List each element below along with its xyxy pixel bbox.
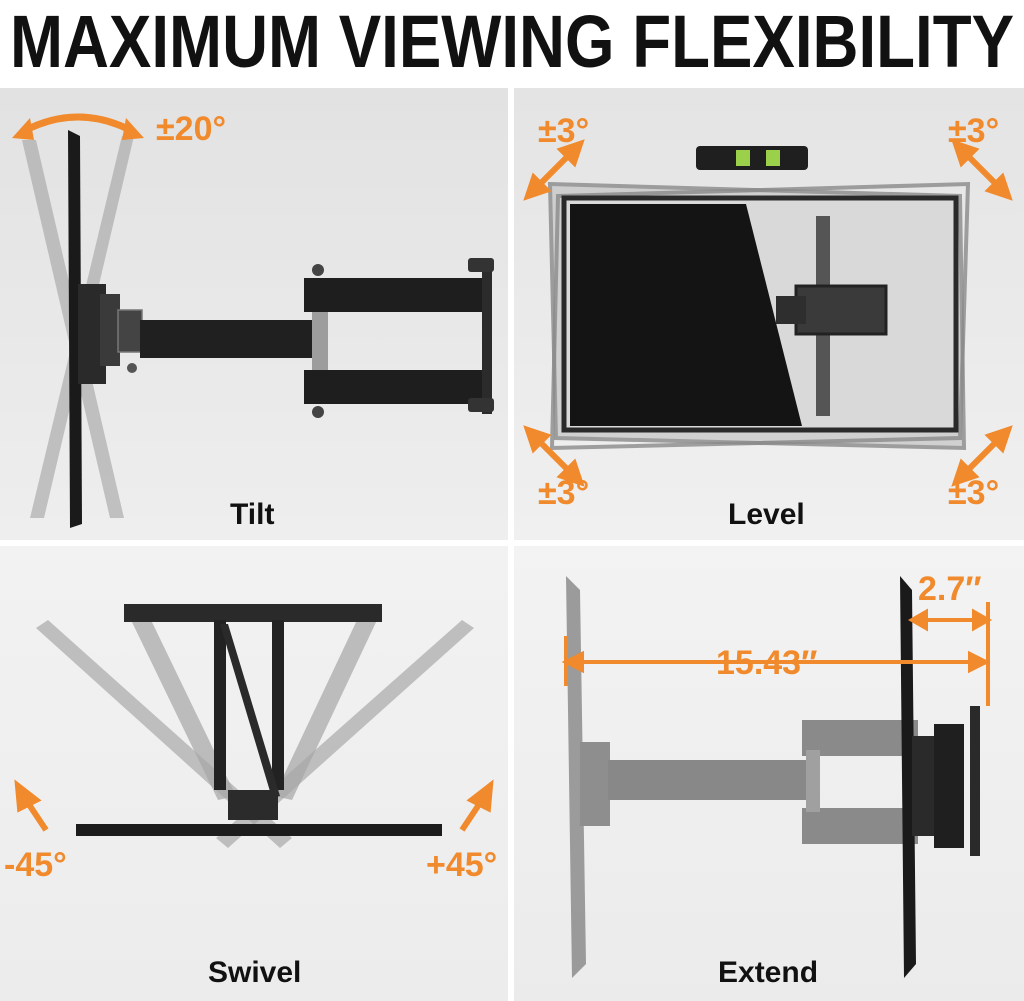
level-caption: Level [728,498,805,531]
long-arm [608,760,808,800]
level-angle-top-left: ±3° [538,112,590,150]
swivel-caption: Swivel [208,956,302,989]
tv-panel [68,130,82,528]
swivel-angle-right: +45° [426,846,498,884]
tv-panel [76,824,442,836]
extend-depth-min: 2.7″ [918,570,982,608]
swivel-arrows [14,779,494,832]
tilt-caption: Tilt [230,498,275,531]
panel-level: ±3° ±3° ±3° ±3° Level [514,88,1024,540]
level-angle-bottom-left: ±3° [538,474,590,512]
tv-panel [900,576,916,978]
wall-plate [124,604,382,622]
headline-title: MAXIMUM VIEWING FLEXIBILITY [9,0,1015,83]
panel-swivel: -45° +45° Swivel [0,546,508,1001]
tilt-illustration [12,113,494,528]
tv-screen [570,204,802,426]
tilt-arc-arrow [20,113,136,136]
bubble-level [696,146,808,170]
short-arm-upper [304,278,486,312]
level-arrows [523,139,1013,487]
tv-ghost-extended [566,576,586,978]
level-angle-bottom-right: ±3° [948,474,1000,512]
level-angle-top-right: ±3° [948,112,1000,150]
wall-plate [482,264,492,414]
wall-plate [970,706,980,856]
swivel-angle-left: -45° [4,846,67,884]
panel-tilt: ±20° Tilt [0,88,508,540]
swivel-illustration [14,604,494,848]
extend-depth-max: 15.43″ [716,644,818,682]
dimension-lines [561,602,993,706]
long-arm [140,320,312,358]
extend-illustration [561,576,993,978]
short-arm-lower [304,370,486,404]
extend-caption: Extend [718,956,819,989]
level-illustration [523,139,1013,487]
panel-extend: 15.43″ 2.7″ Extend [514,546,1024,1001]
tilt-angle-label: ±20° [156,110,227,148]
